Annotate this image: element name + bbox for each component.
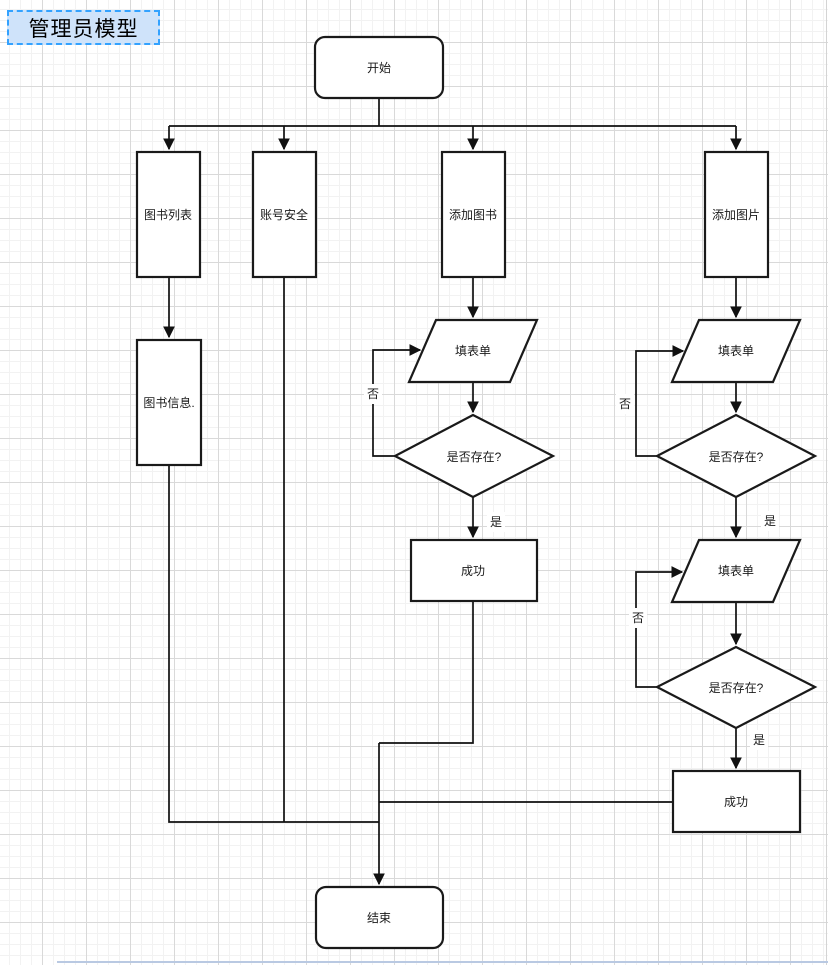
- node-add-book[interactable]: 添加图书: [440, 150, 507, 279]
- success-mid-shape[interactable]: [409, 538, 539, 603]
- edge-label-no-mid: 否: [367, 387, 379, 401]
- success-mid-label: 成功: [461, 564, 485, 578]
- edge-label-bg: [364, 384, 382, 404]
- exists-check-right1-label: 是否存在?: [709, 450, 764, 464]
- edge-check2-no-loop-right[interactable]: [635, 566, 684, 688]
- success-right-shape[interactable]: [671, 769, 802, 834]
- edge-label-no-right2: 否: [632, 611, 644, 625]
- exists-check-mid-shape[interactable]: [392, 413, 556, 499]
- add-picture-label: 添加图片: [712, 208, 760, 222]
- account-security-label: 账号安全: [260, 207, 308, 222]
- add-book-shape[interactable]: [440, 150, 507, 279]
- end-label: 结束: [367, 911, 391, 925]
- edge-label-bg: [616, 394, 634, 414]
- title-node[interactable]: 管理员模型: [7, 10, 160, 45]
- fill-form-right2-shape[interactable]: [670, 538, 802, 604]
- book-info-shape[interactable]: [135, 338, 203, 467]
- title-label: 管理员模型: [28, 17, 139, 41]
- edge-success-mid-to-merge[interactable]: [379, 602, 474, 744]
- node-success-mid[interactable]: 成功: [409, 538, 539, 603]
- node-fill-form-right1[interactable]: 填表单: [670, 318, 802, 384]
- node-end[interactable]: 结束: [314, 885, 445, 950]
- fill-form-mid-label: 填表单: [455, 344, 491, 358]
- exists-check-right1-shape[interactable]: [654, 413, 818, 499]
- node-success-right[interactable]: 成功: [671, 769, 802, 834]
- edge-label-no-right1: 否: [619, 397, 631, 411]
- exists-check-mid-label: 是否存在?: [447, 450, 502, 464]
- edge-label-yes-right1: 是: [764, 514, 776, 528]
- node-book-info[interactable]: 图书信息.: [135, 338, 203, 467]
- add-book-label: 添加图书: [449, 208, 497, 222]
- add-picture-shape[interactable]: [703, 150, 770, 279]
- edge-check1-no-loop-right[interactable]: [635, 345, 685, 457]
- node-exists-check-mid[interactable]: 是否存在?: [392, 413, 556, 499]
- start-label: 开始: [367, 61, 391, 75]
- page-boundary-right: [826, 0, 827, 965]
- edge-label-yes-right2: 是: [753, 733, 765, 747]
- edge-label-yes-mid: 是: [490, 515, 502, 529]
- edge-label-bg: [629, 608, 647, 628]
- node-start[interactable]: 开始: [313, 35, 445, 100]
- node-fill-form-right2[interactable]: 填表单: [670, 538, 802, 604]
- fill-form-right1-label: 填表单: [718, 344, 754, 358]
- node-book-list[interactable]: 图书列表: [135, 150, 202, 279]
- end-shape[interactable]: [314, 885, 445, 950]
- success-right-label: 成功: [724, 795, 748, 809]
- edge-label-bg: [750, 730, 768, 750]
- node-fill-form-mid[interactable]: 填表单: [407, 318, 539, 384]
- exists-check-right2-shape[interactable]: [654, 645, 818, 730]
- page-boundary-bottom: [57, 961, 828, 963]
- edge-label-bg: [487, 512, 505, 532]
- fill-form-mid-shape[interactable]: [407, 318, 539, 384]
- fill-form-right2-label: 填表单: [718, 564, 754, 578]
- fill-form-right1-shape[interactable]: [670, 318, 802, 384]
- edge-label-bg: [761, 511, 779, 531]
- start-shape[interactable]: [313, 35, 445, 100]
- book-list-shape[interactable]: [135, 150, 202, 279]
- book-info-label: 图书信息.: [143, 395, 194, 410]
- node-add-picture[interactable]: 添加图片: [703, 150, 770, 279]
- node-account-security[interactable]: 账号安全: [251, 150, 318, 279]
- exists-check-right2-label: 是否存在?: [709, 681, 764, 695]
- book-list-label: 图书列表: [144, 208, 192, 222]
- edge-bookinfo-to-merge[interactable]: [168, 465, 379, 823]
- node-exists-check-right1[interactable]: 是否存在?: [654, 413, 818, 499]
- node-exists-check-right2[interactable]: 是否存在?: [654, 645, 818, 730]
- account-security-shape[interactable]: [251, 150, 318, 279]
